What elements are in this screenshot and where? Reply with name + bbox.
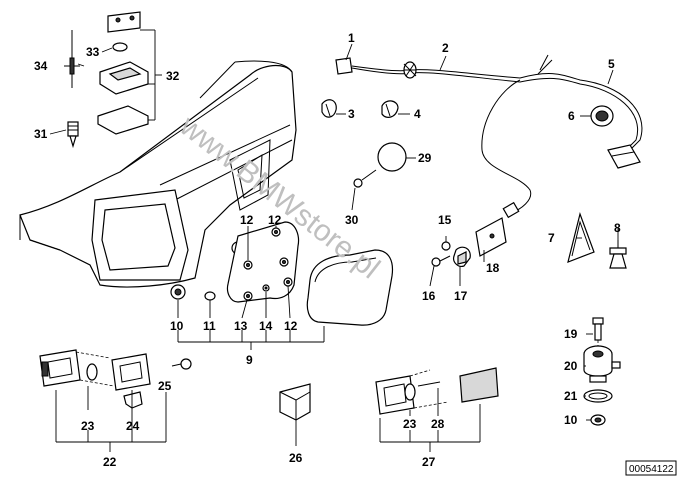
- part-34-pin: [64, 30, 80, 88]
- label-23-b: 23: [403, 417, 417, 431]
- trunk-body-outline: [19, 60, 297, 288]
- label-21: 21: [564, 389, 578, 403]
- label-24: 24: [126, 419, 140, 433]
- label-31: 31: [34, 127, 48, 141]
- part-27-lamp-group: [375, 367, 499, 452]
- label-10: 10: [170, 319, 184, 333]
- label-1: 1: [348, 31, 355, 45]
- label-23-a: 23: [81, 419, 95, 433]
- label-29: 29: [418, 151, 432, 165]
- part-4-clip: [381, 100, 399, 118]
- label-18: 18: [486, 261, 500, 275]
- label-12-c: 12: [284, 319, 298, 333]
- wiring-harness: [335, 54, 643, 219]
- label-15: 15: [438, 213, 452, 227]
- leader-lines: [49, 43, 619, 446]
- label-5: 5: [608, 57, 615, 71]
- part-31-grommet: [67, 121, 79, 149]
- label-9: 9: [246, 353, 253, 367]
- part-22-plate-lamp-group: [39, 349, 192, 452]
- lamp-socket-assembly: [431, 217, 507, 267]
- label-12-b: 12: [268, 213, 282, 227]
- label-32: 32: [166, 69, 180, 83]
- label-4: 4: [414, 107, 421, 121]
- part-20-lock-cylinder: [583, 345, 621, 383]
- label-3: 3: [348, 107, 355, 121]
- label-26: 26: [289, 451, 303, 465]
- label-10-b: 10: [564, 413, 578, 427]
- part-32-handle-bracket: [97, 11, 162, 135]
- part-29-cover: [377, 142, 407, 172]
- part-26-bracket: [279, 383, 311, 421]
- drawing-code-text: 00054122: [629, 464, 674, 475]
- label-20: 20: [564, 359, 578, 373]
- part-30-screw: [353, 169, 377, 188]
- lamp-lens: [306, 249, 394, 326]
- label-6: 6: [568, 109, 575, 123]
- lamp-holder-plate: [226, 221, 300, 303]
- drawing-code: 00054122: [625, 460, 677, 476]
- label-8: 8: [614, 221, 621, 235]
- label-12-a: 12: [240, 213, 254, 227]
- label-25: 25: [158, 379, 172, 393]
- label-13: 13: [234, 319, 248, 333]
- label-27: 27: [422, 455, 436, 469]
- callout-labels: 1 2 3 4 5 6 7 8 9 10 11 12 12 12 13 14 1…: [34, 31, 621, 469]
- part-11-washer: [204, 291, 216, 301]
- label-30: 30: [345, 213, 359, 227]
- label-11: 11: [203, 319, 216, 333]
- label-16: 16: [422, 289, 436, 303]
- part-8-expanding-rivet: [609, 240, 627, 269]
- part-3-clip: [321, 99, 337, 118]
- part-9-group-bracket: [177, 326, 325, 350]
- label-22: 22: [103, 455, 117, 469]
- label-19: 19: [564, 327, 578, 341]
- part-10-nut: [170, 284, 186, 300]
- label-34: 34: [34, 59, 48, 73]
- label-17: 17: [454, 289, 468, 303]
- label-33: 33: [86, 45, 100, 59]
- label-28: 28: [431, 417, 445, 431]
- label-2: 2: [442, 41, 449, 55]
- part-6-grommet: [590, 105, 614, 127]
- label-7: 7: [548, 231, 555, 245]
- label-14: 14: [259, 319, 273, 333]
- part-21-ring: [583, 389, 613, 403]
- part-19-screw: [592, 317, 604, 348]
- part-10-nut-lower: [590, 414, 606, 426]
